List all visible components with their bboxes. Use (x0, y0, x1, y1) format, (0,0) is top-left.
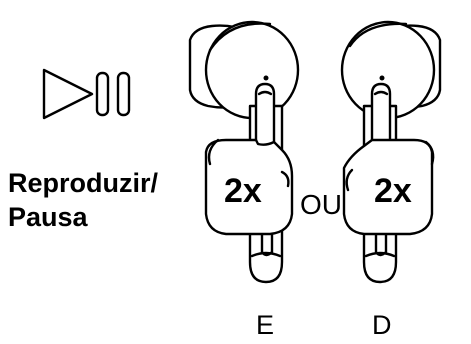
left-side-label: E (256, 310, 274, 340)
right-tap-count: 2x (374, 172, 412, 210)
action-label-line2: Pausa (8, 202, 89, 232)
or-label: OU (300, 189, 342, 220)
left-tap-count: 2x (224, 172, 262, 210)
action-label-line1: Reproduzir/ (8, 168, 159, 198)
left-pointing-hand-icon (204, 82, 294, 236)
right-pointing-hand-icon (342, 82, 435, 236)
right-side-label: D (372, 310, 392, 340)
play-pause-icon (42, 68, 131, 120)
